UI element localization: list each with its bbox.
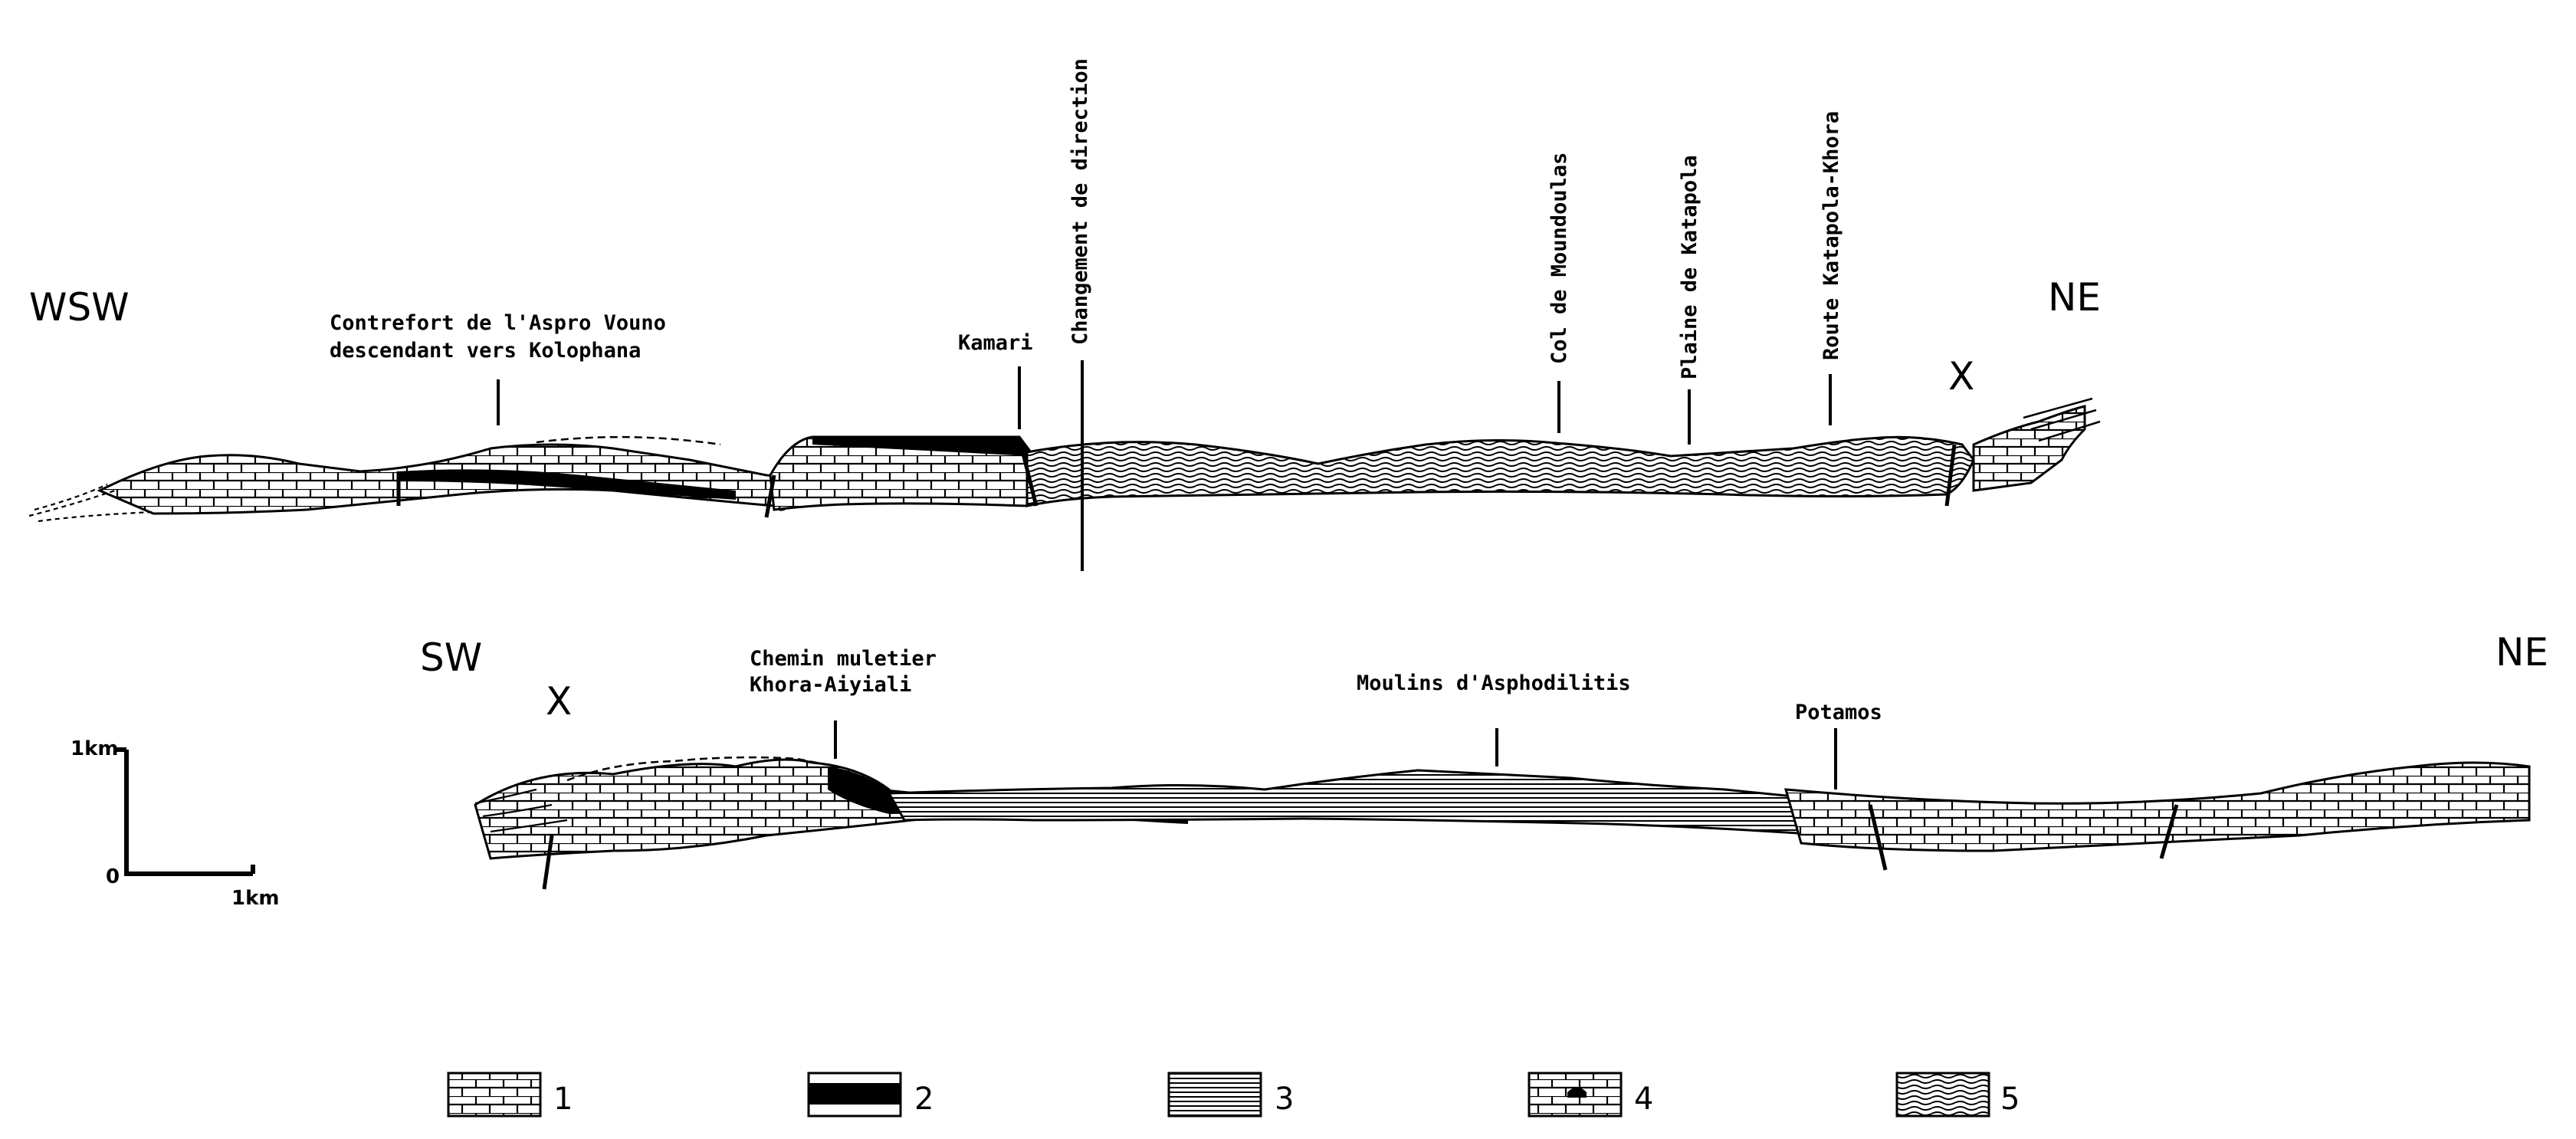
profile-2: SW NE X Chemin muletier Khora-Aiyiali Mo… <box>420 630 2548 890</box>
direction-right-ne: NE <box>2048 275 2101 320</box>
marker-x-profile-2: X <box>546 679 572 724</box>
profile-2-faults <box>542 804 2179 890</box>
scale-label-right: 1km <box>231 887 279 910</box>
label-changement-de-direction: Changement de direction <box>1068 58 1092 345</box>
profile-1-schist-section <box>1025 435 1975 507</box>
label-chemin-muletier-line1: Chemin muletier <box>750 647 937 671</box>
profile-1-faults <box>396 438 1957 518</box>
profile-2-leader-lines <box>834 720 1837 789</box>
label-moulins-dasphodilitis: Moulins d'Asphodilitis <box>1357 671 1631 695</box>
label-chemin-muletier-line2: Khora-Aiyiali <box>750 673 911 697</box>
label-potamos: Potamos <box>1795 701 1882 724</box>
direction-left-wsw: WSW <box>29 285 130 330</box>
legend-number-1: 1 <box>553 1082 573 1117</box>
profile-1-black-layer-west <box>399 469 736 500</box>
legend-item-5: 5 <box>1895 1072 2020 1118</box>
label-col-de-moundoulas: Col de Moundoulas <box>1547 153 1571 364</box>
profile-1-west-tail <box>28 483 154 523</box>
profile-1: WSW NE X Contrefort de l'Aspro Vouno des… <box>28 58 2101 571</box>
profile-1-limestone-section-east <box>1972 405 2086 492</box>
legend-item-1: 1 <box>447 1072 573 1118</box>
profile-1-dashed-crest <box>536 435 721 446</box>
legend-item-3: 3 <box>1167 1072 1294 1118</box>
direction-left-sw: SW <box>420 635 482 680</box>
legend-number-4: 4 <box>1634 1082 1653 1117</box>
profile-2-limestone-section-east <box>1784 761 2531 852</box>
direction-right-ne: NE <box>2496 630 2548 675</box>
marker-x-profile-1: X <box>1948 354 1974 399</box>
label-aspro-vouno-line2: descendant vers Kolophana <box>330 339 641 363</box>
label-plaine-de-katapola: Plaine de Katapola <box>1678 155 1701 379</box>
profile-1-black-layer-kamari <box>812 437 1031 456</box>
scale-label-zero: 0 <box>106 865 120 888</box>
profile-2-west-tail <box>474 788 568 833</box>
profile-1-east-layers <box>2023 397 2101 442</box>
legend-number-5: 5 <box>2000 1082 2020 1117</box>
label-route-katapola-khora: Route Katapola-Khora <box>1820 111 1843 360</box>
legend-number-3: 3 <box>1275 1082 1294 1117</box>
profile-1-leader-lines <box>497 360 1832 571</box>
legend: 1 2 3 4 5 <box>447 1072 2020 1118</box>
label-kamari: Kamari <box>958 331 1033 355</box>
profile-1-limestone-section-kamari <box>769 435 1044 511</box>
profile-2-limestone-fold-west <box>474 758 914 860</box>
scale-bar: 1km 0 1km <box>71 737 279 910</box>
scale-label-top: 1km <box>71 737 118 760</box>
scale-bar-lines <box>115 747 255 876</box>
legend-item-4: 4 <box>1528 1072 1653 1118</box>
label-aspro-vouno-line1: Contrefort de l'Aspro Vouno <box>330 311 666 335</box>
legend-number-2: 2 <box>914 1082 934 1117</box>
profile-2-layered-section <box>887 769 1841 837</box>
legend-item-2: 2 <box>807 1072 934 1118</box>
